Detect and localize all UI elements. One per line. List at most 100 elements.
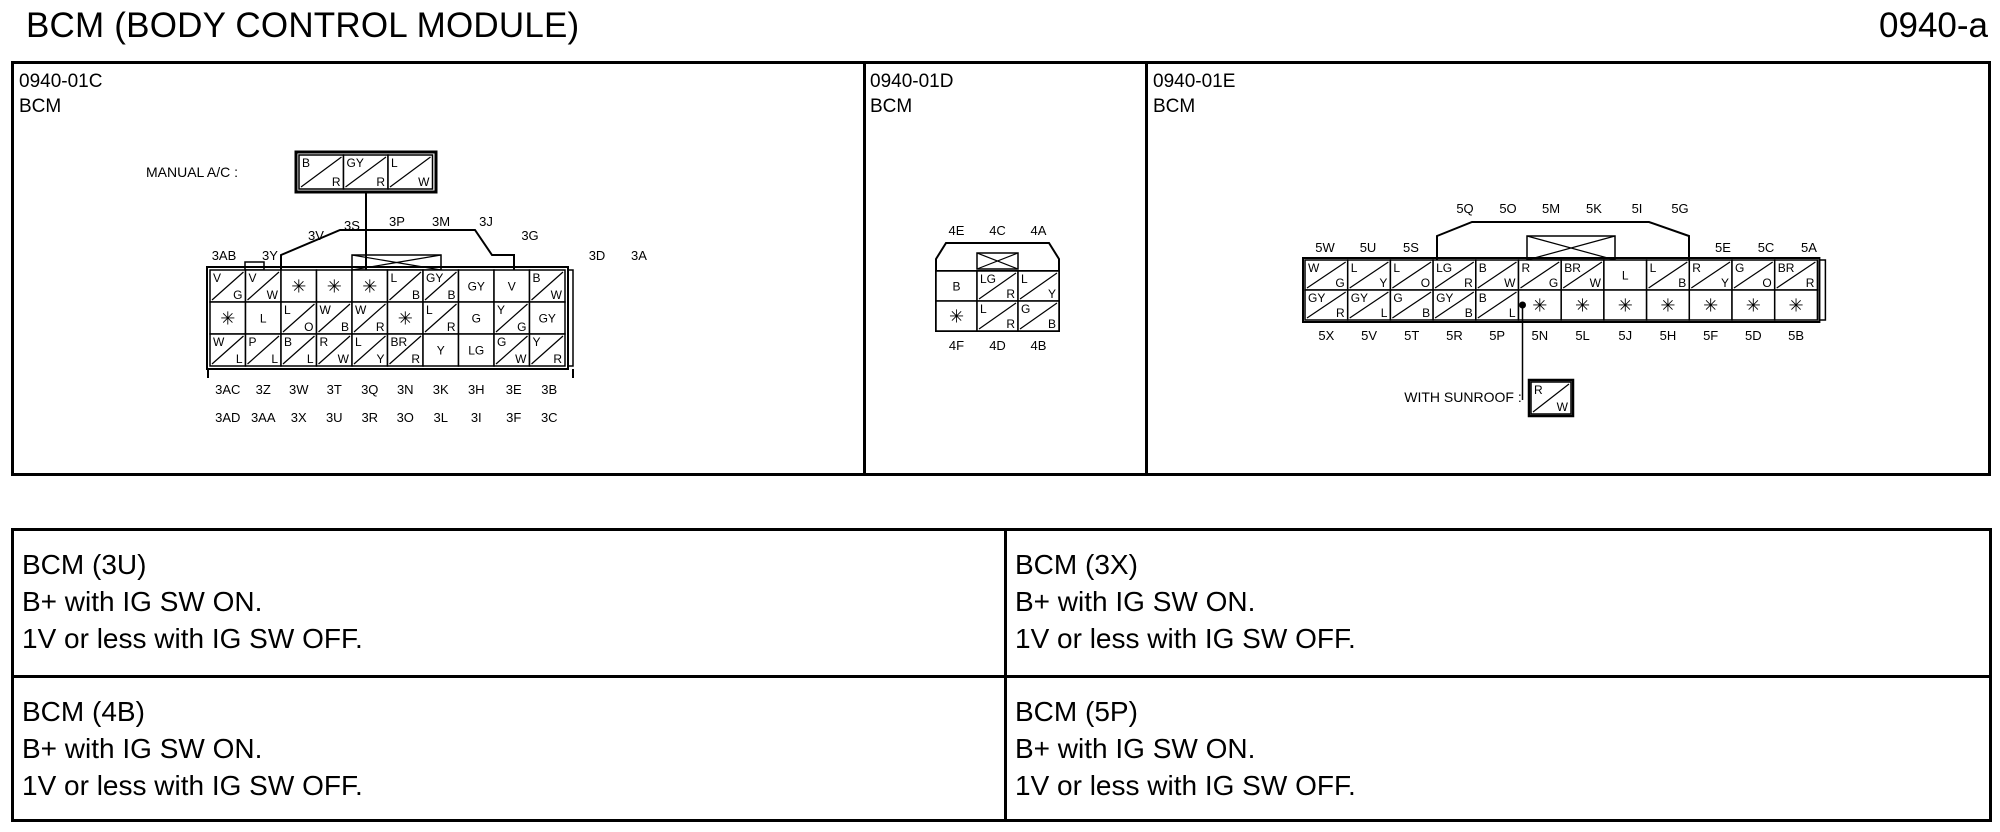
wire-color-stripe: B	[447, 288, 455, 302]
info-cell-5p: BCM (5P) B+ with IG SW ON. 1V or less wi…	[1007, 678, 1992, 822]
pin-label: 5M	[1542, 201, 1560, 216]
wire-color-base: W	[355, 303, 367, 317]
wire-color-base: L	[284, 303, 291, 317]
info-title: BCM (3X)	[1015, 549, 1138, 580]
pin-label: 3AB	[212, 248, 237, 263]
wire-color-stripe: L	[307, 352, 314, 366]
pin-label: 3AA	[251, 410, 276, 425]
info-line: 1V or less with IG SW OFF.	[22, 623, 363, 654]
stripe-divider	[353, 335, 386, 365]
stripe-divider	[1776, 261, 1816, 289]
connector-diagram-frame: 0940-01C BCM 0940-01D BCM 0940-01E BCM M…	[11, 61, 1991, 476]
pin-label: 5K	[1586, 201, 1602, 216]
pin-label: 3R	[361, 410, 378, 425]
wire-color-stripe: W	[1590, 276, 1602, 290]
terminal-cell	[457, 269, 495, 303]
wire-color-base: L	[355, 335, 362, 349]
pin-label: 5L	[1575, 328, 1589, 343]
wire-color-base: Y	[533, 335, 541, 349]
unused-terminal-mark: ✳	[1703, 295, 1718, 315]
wire-color: L	[260, 311, 267, 325]
wire-color-base: W	[213, 335, 225, 349]
pin-label: 4C	[989, 223, 1006, 238]
wire-color-stripe: L	[1381, 306, 1388, 320]
terminal-cell	[935, 270, 978, 302]
info-line: 1V or less with IG SW OFF.	[1015, 623, 1356, 654]
stripe-divider	[1477, 261, 1517, 289]
wire-color-base: G	[497, 335, 506, 349]
stripe-divider	[1349, 261, 1389, 289]
stripe-divider	[1520, 261, 1560, 289]
wire-color-base: B	[533, 271, 541, 285]
terminal-cell	[528, 301, 566, 335]
terminal-cell	[1731, 289, 1776, 321]
connector-lock	[976, 252, 1019, 270]
pin-label: 3L	[434, 410, 448, 425]
stripe-divider	[1648, 261, 1688, 289]
wire-color-stripe: W	[267, 288, 279, 302]
wire-color-base: L	[1650, 261, 1657, 275]
connector-rib	[567, 269, 574, 367]
wire-color: L	[1622, 268, 1629, 282]
pin-label: 3B	[541, 382, 557, 397]
wire-color-base: BR	[391, 335, 408, 349]
wire-color-stripe: R	[447, 320, 456, 334]
stripe-divider	[300, 156, 342, 188]
pin-label: 4F	[949, 338, 964, 353]
panel-c-name: BCM	[19, 96, 62, 117]
panel-c-id: 0940-01C	[19, 71, 103, 92]
wire-color-base: W	[1308, 261, 1320, 275]
unused-terminal-mark: ✳	[1575, 295, 1590, 315]
stripe-divider	[318, 303, 351, 333]
terminal-cell	[1560, 289, 1605, 321]
wire-color: LG	[468, 343, 484, 357]
pin-label: 5O	[1499, 201, 1516, 216]
wire-color-base: V	[249, 271, 257, 285]
info-line: B+ with IG SW ON.	[1015, 586, 1256, 617]
wire-color-stripe: W	[551, 288, 563, 302]
wire-color: Y	[437, 343, 445, 357]
wire-color-stripe: W	[1504, 276, 1516, 290]
sunroof-box	[1527, 378, 1575, 418]
wire-color-stripe: G	[1549, 276, 1558, 290]
stripe-divider	[424, 271, 457, 301]
wire-color-stripe: L	[271, 352, 278, 366]
connector-housing	[1436, 221, 1690, 260]
wire-color-base: BR	[1564, 261, 1581, 275]
stripe-divider	[247, 271, 280, 301]
pin-label: 3AD	[215, 410, 240, 425]
stripe-divider	[282, 335, 315, 365]
wire-color-base: LG	[980, 272, 996, 286]
wire-color: GY	[539, 311, 556, 325]
stripe-divider	[1392, 291, 1432, 319]
pin-label: 3V	[308, 228, 324, 243]
pin-label: 3D	[589, 248, 606, 263]
wire-color-base: GY	[1351, 291, 1368, 305]
pin-label: 4A	[1031, 223, 1047, 238]
unused-terminal-mark: ✳	[1789, 295, 1804, 315]
wire-color: B	[952, 279, 960, 293]
wire-color-base: B	[284, 335, 292, 349]
pin-label: 5T	[1404, 328, 1419, 343]
pin-label: 3Z	[256, 382, 271, 397]
wire-color-stripe: R	[376, 175, 385, 189]
wire-color-base: P	[249, 335, 257, 349]
stripe-divider	[424, 303, 457, 333]
terminal-cell	[1603, 259, 1648, 291]
wire-color-stripe: Y	[1048, 287, 1056, 301]
pin-label: 5P	[1489, 328, 1505, 343]
stripe-divider	[978, 272, 1017, 300]
pin-label: 3F	[506, 410, 521, 425]
terminal-cell	[493, 269, 531, 303]
table-divider	[14, 675, 1989, 678]
pin-label: 5N	[1532, 328, 1549, 343]
wire-color-base: GY	[347, 156, 364, 170]
wire-color-stripe: R	[1806, 276, 1815, 290]
pin-label: 3C	[541, 410, 558, 425]
stripe-divider	[353, 303, 386, 333]
manual-ac-label: MANUAL A/C :	[146, 164, 238, 180]
stripe-divider	[211, 335, 244, 365]
